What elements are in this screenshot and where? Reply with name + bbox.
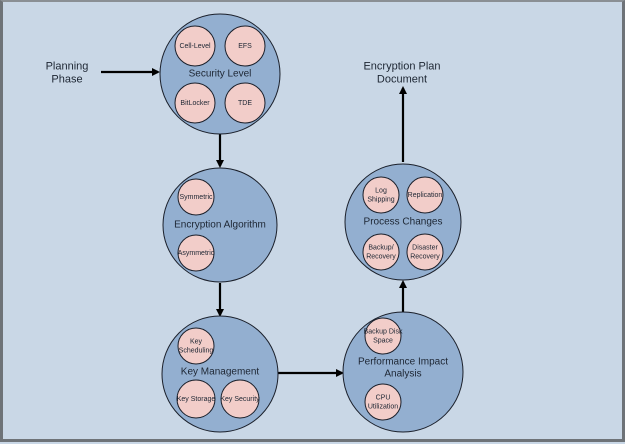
stage-security-level: Security Level Cell-Level EFS BitLocker TDE [159, 13, 281, 135]
item-label: Cell-Level [179, 43, 211, 50]
item-circle [224, 82, 266, 124]
item-circle [177, 327, 215, 365]
item-circle [174, 82, 216, 124]
item-circle [362, 176, 400, 214]
stage-label: Encryption Algorithm [174, 220, 266, 231]
item-label: Replication [408, 192, 443, 199]
item-circle [177, 234, 215, 272]
item-label: BitLocker [180, 100, 210, 107]
item-circle [220, 379, 260, 419]
item-label: Key Security [220, 396, 260, 403]
item-circle [406, 176, 444, 214]
item-circle [177, 178, 215, 216]
item-label: Asymmetric [178, 250, 215, 257]
stage-label: Security Level [189, 69, 252, 80]
stage-label: Process Changes [364, 217, 443, 228]
stage-label: Key Management [181, 367, 260, 378]
flow-diagram: Security Level Cell-Level EFS BitLocker TDE E… [46, 13, 464, 433]
item-circle [362, 233, 400, 271]
item-circle [174, 25, 216, 67]
item-label: Symmetric [179, 194, 213, 201]
item-label: TDE [238, 100, 252, 107]
item-label: EFS [238, 43, 252, 50]
item-label: Key Storage [177, 396, 216, 403]
item-circle [364, 383, 402, 421]
item-label: Backup/Recovery [366, 244, 396, 260]
item-circle [176, 379, 216, 419]
item-circle [224, 25, 266, 67]
item-circle [364, 317, 402, 355]
item-circle [406, 233, 444, 271]
